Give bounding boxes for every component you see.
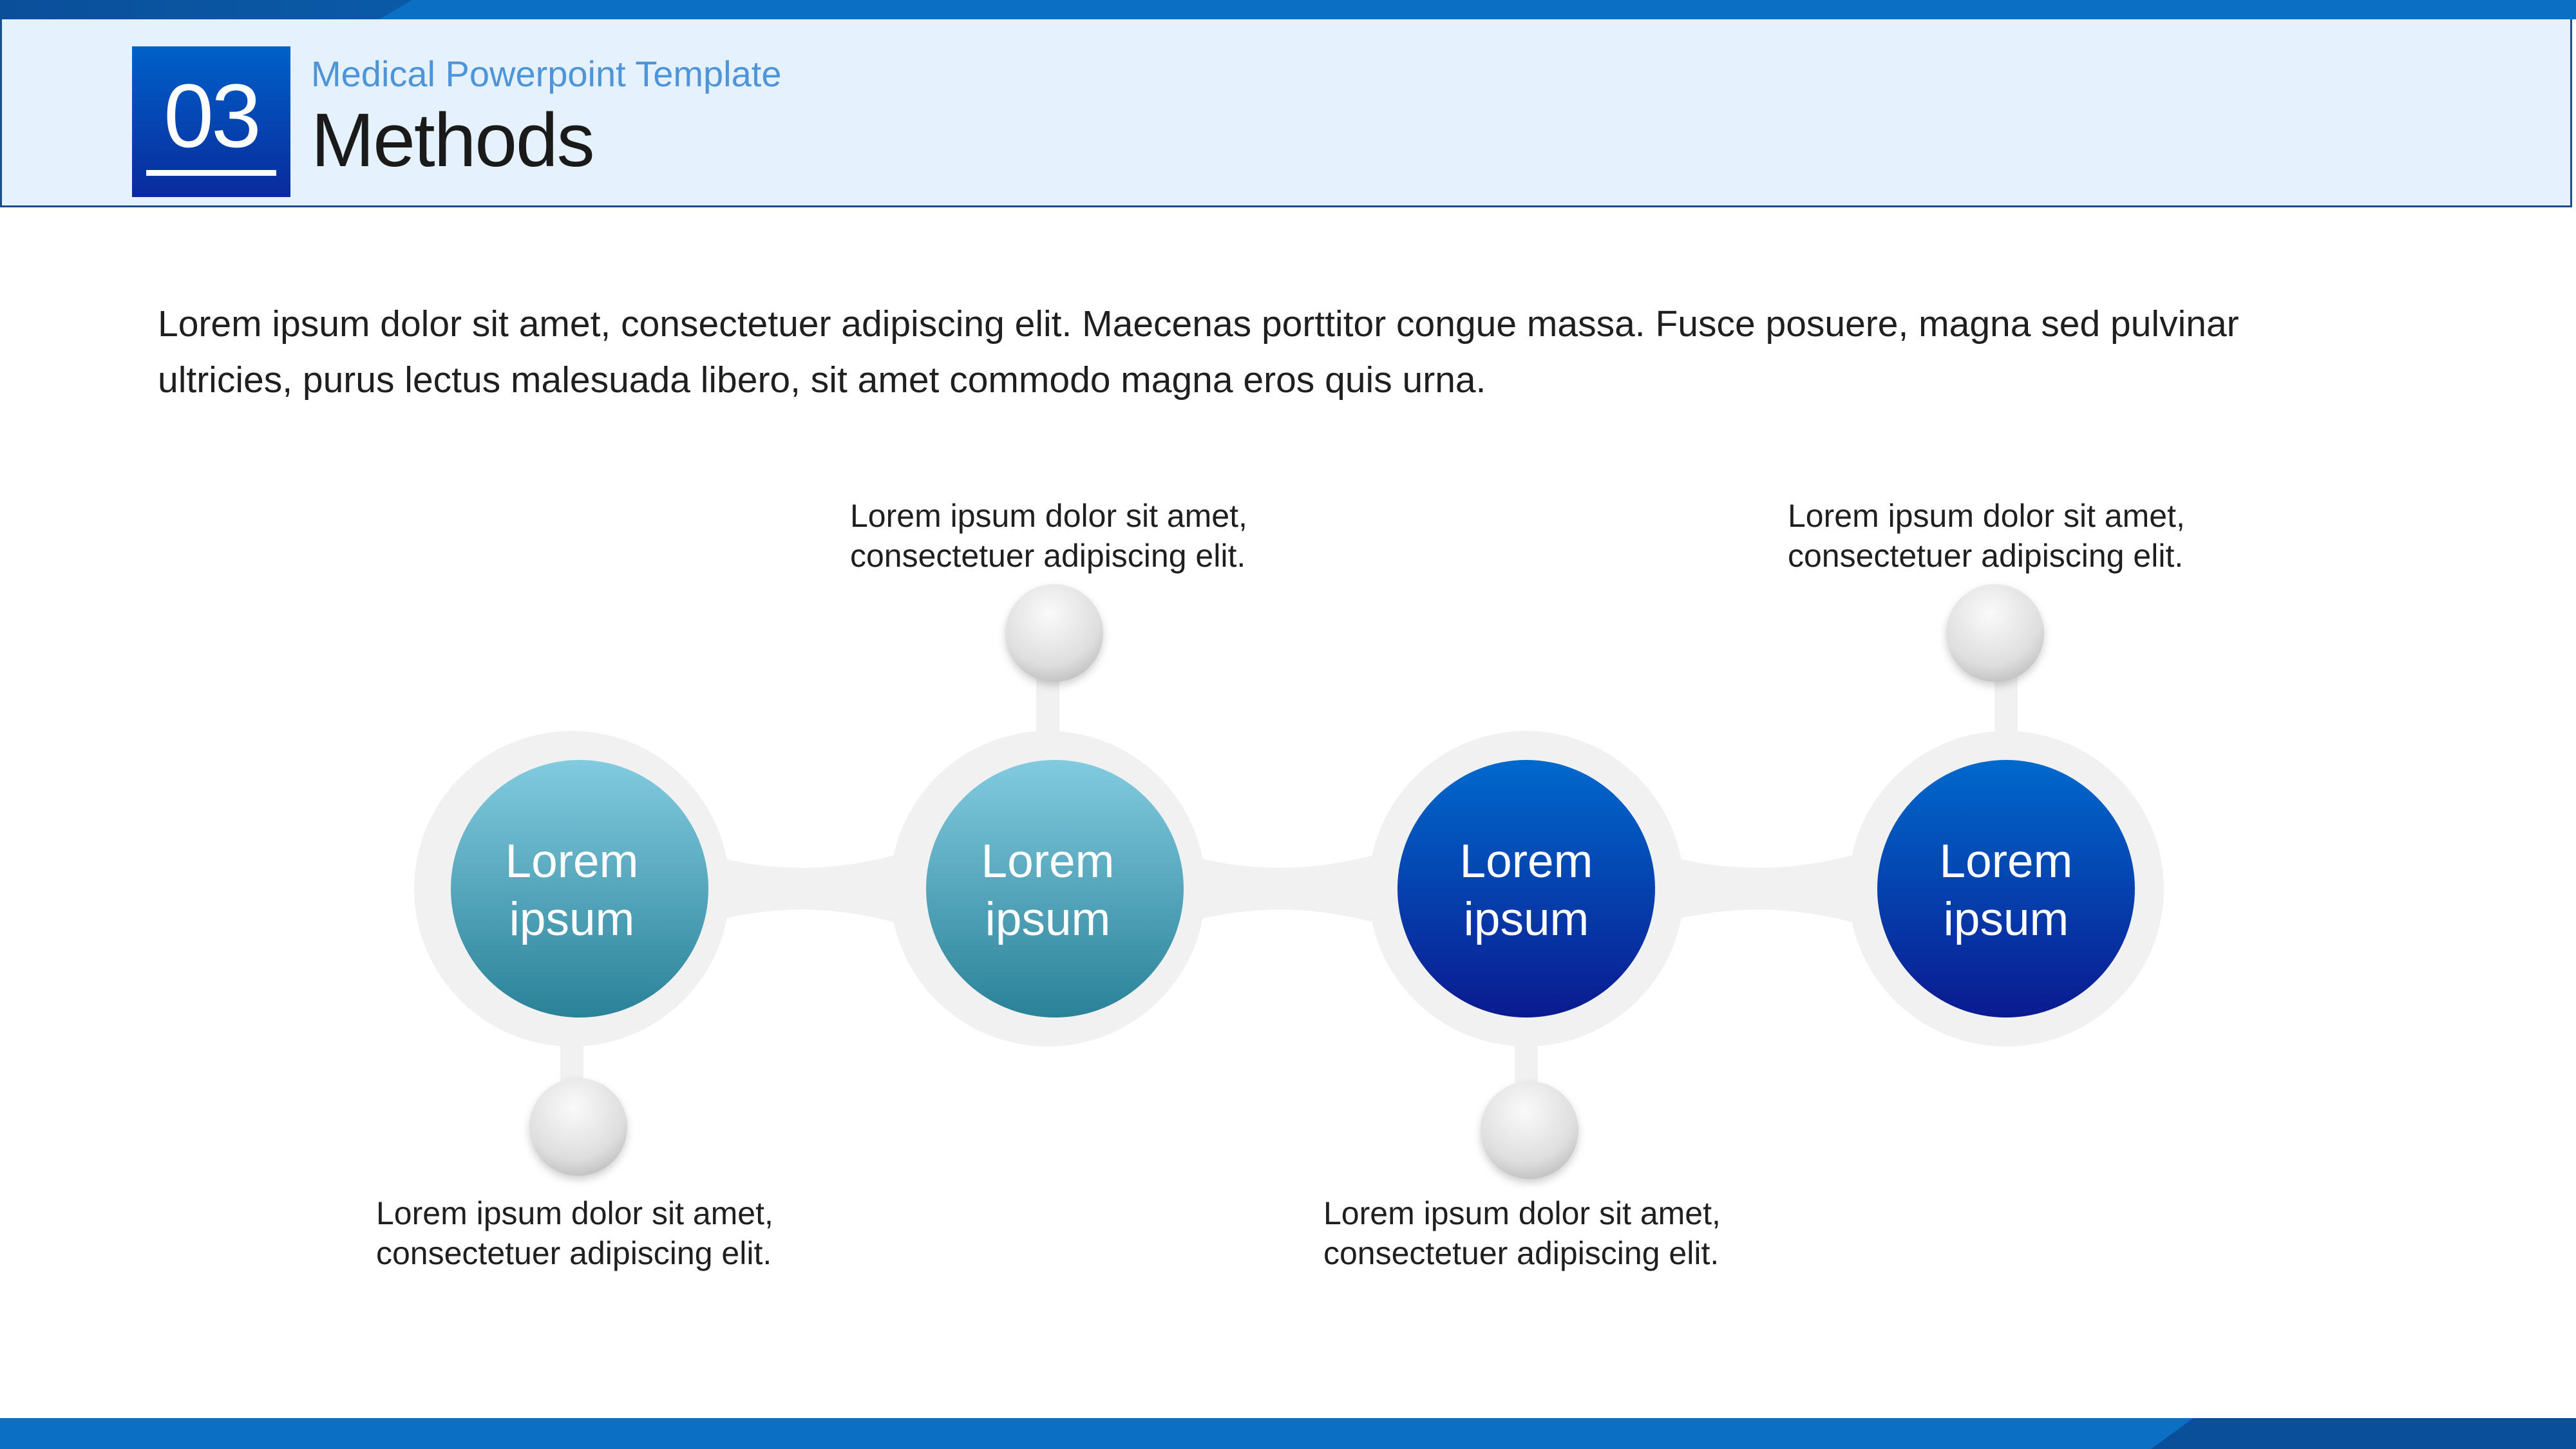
section-number: 03 bbox=[164, 65, 261, 166]
template-subtitle: Medical Powerpoint Template bbox=[311, 53, 782, 94]
step-4-callout-line1: Lorem ipsum dolor sit amet, bbox=[1788, 498, 2185, 534]
section-number-badge: 03 bbox=[132, 46, 290, 197]
step-4-label-line1: Lorem bbox=[1940, 835, 2073, 887]
step-1-callout: Lorem ipsum dolor sit amet, consectetuer… bbox=[376, 1193, 773, 1273]
intro-paragraph: Lorem ipsum dolor sit amet, consectetuer… bbox=[158, 303, 2239, 401]
top-accent-bar bbox=[0, 0, 2576, 19]
section-number-underline bbox=[146, 170, 276, 176]
bottom-accent-bar-dark bbox=[2151, 1418, 2576, 1449]
step-4-callout-line2: consectetuer adipiscing elit. bbox=[1788, 538, 2184, 574]
step-1-label-line2: ipsum bbox=[509, 893, 635, 945]
step-1-node bbox=[529, 1078, 627, 1176]
step-2-callout-line2: consectetuer adipiscing elit. bbox=[850, 538, 1246, 574]
page-title: Methods bbox=[311, 98, 595, 183]
step-2-callout-line1: Lorem ipsum dolor sit amet, bbox=[850, 498, 1247, 534]
step-1-callout-line1: Lorem ipsum dolor sit amet, bbox=[376, 1195, 773, 1231]
step-4-callout: Lorem ipsum dolor sit amet, consectetuer… bbox=[1788, 496, 2185, 576]
step-1-label-line1: Lorem bbox=[506, 835, 639, 887]
step-3-label-line2: ipsum bbox=[1464, 893, 1589, 945]
step-2-label-line2: ipsum bbox=[985, 893, 1111, 945]
step-3-node bbox=[1481, 1081, 1578, 1179]
step-4-node bbox=[1946, 584, 2044, 682]
step-3-callout-line2: consectetuer adipiscing elit. bbox=[1323, 1235, 1719, 1271]
step-3-circle bbox=[1397, 760, 1655, 1018]
step-1-circle bbox=[451, 760, 708, 1018]
step-2-label-line1: Lorem bbox=[981, 835, 1115, 887]
step-4-circle bbox=[1877, 760, 2135, 1018]
step-3-callout-line1: Lorem ipsum dolor sit amet, bbox=[1323, 1195, 1721, 1231]
step-1-callout-line2: consectetuer adipiscing elit. bbox=[376, 1235, 772, 1271]
step-4-label-line2: ipsum bbox=[1944, 893, 2069, 945]
top-accent-bar-dark bbox=[0, 0, 412, 19]
step-2-circle bbox=[926, 760, 1184, 1018]
step-3-label-line1: Lorem bbox=[1460, 835, 1593, 887]
bottom-accent-bar bbox=[0, 1418, 2576, 1449]
header-band bbox=[0, 19, 2572, 207]
step-2-callout: Lorem ipsum dolor sit amet, consectetuer… bbox=[850, 496, 1247, 576]
step-3-callout: Lorem ipsum dolor sit amet, consectetuer… bbox=[1323, 1193, 1721, 1273]
step-2-node bbox=[1005, 584, 1103, 682]
